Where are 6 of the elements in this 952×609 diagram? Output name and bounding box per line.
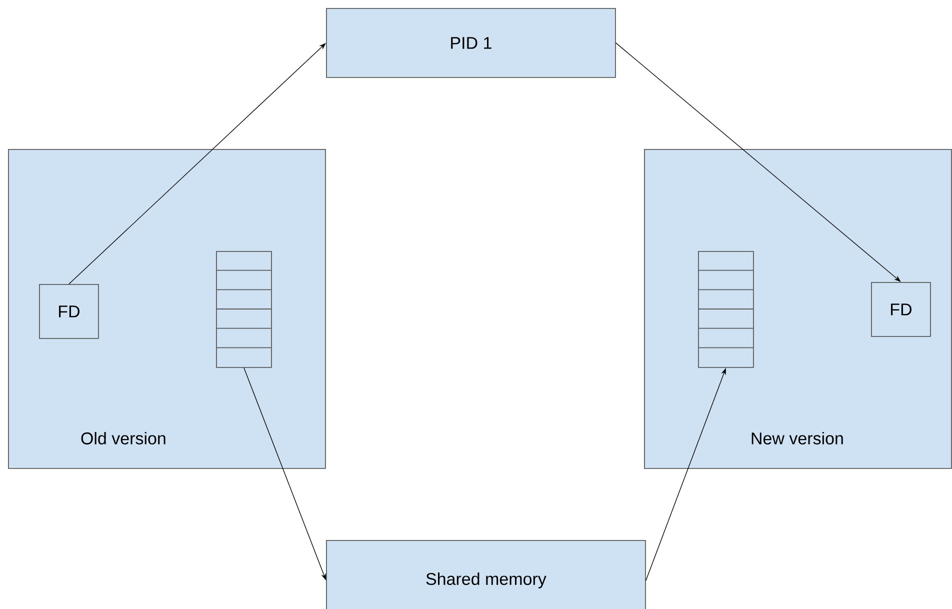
fd-box: FD [39,284,99,339]
fd-box: FD [871,282,931,337]
stack-box [216,251,272,368]
stack-box [698,251,754,368]
process-box: PID 1 [326,8,616,78]
process-box: Shared memory [326,540,646,609]
